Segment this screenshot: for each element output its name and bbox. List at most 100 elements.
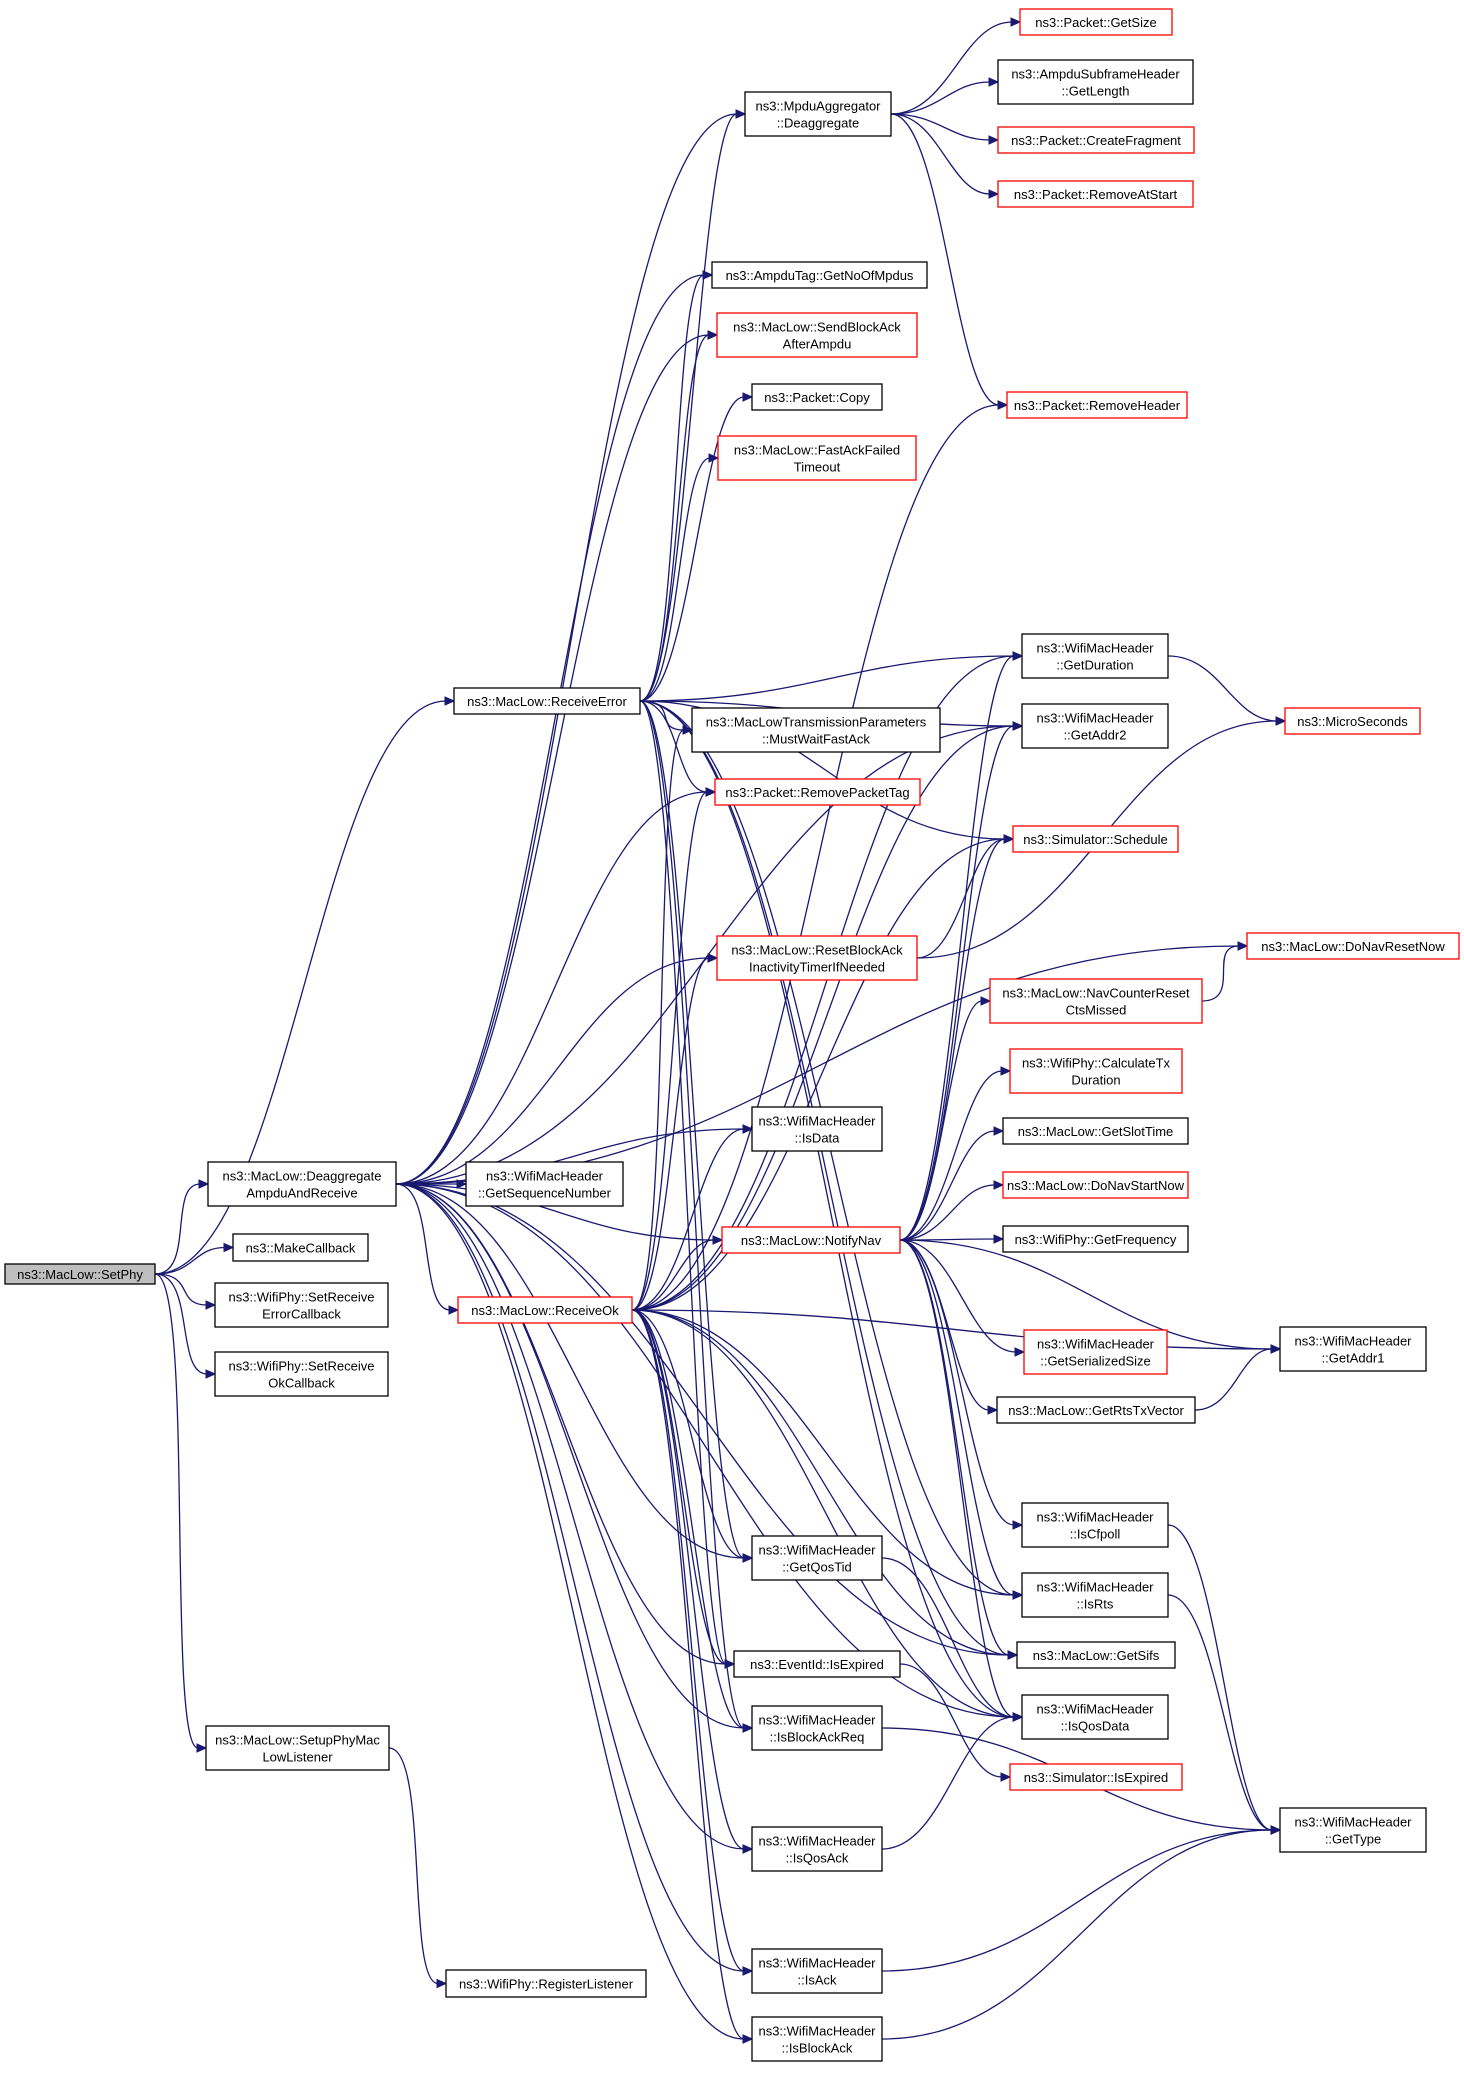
node-box [453,687,641,715]
node-label: ns3::MacLow::SetPhy [17,1267,143,1282]
node-label: ::GetDuration [1056,658,1133,673]
node-createfrag[interactable]: ns3::Packet::CreateFragment [997,126,1195,154]
node-label: ::GetLength [1062,84,1130,99]
node-box [214,1282,389,1328]
node-label: ns3::MacLow::SetupPhyMac [215,1733,380,1748]
edge-recvok-to-removepkttag [631,787,717,1311]
node-label: ns3::EventId::IsExpired [750,1657,884,1672]
node-label: ::GetSerializedSize [1040,1354,1151,1369]
node-box [997,180,1194,208]
node-label: ::Deaggregate [777,116,859,131]
edge-recverror-to-getsifs [639,700,1019,1660]
node-removeheader[interactable]: ns3::Packet::RemoveHeader [1006,391,1188,419]
node-getaddr1[interactable]: ns3::WifiMacHeader::GetAddr1 [1279,1326,1427,1372]
node-isblockack[interactable]: ns3::WifiMacHeader::IsBlockAck [751,2016,883,2062]
node-label: InactivityTimerIfNeeded [749,960,885,975]
node-donavstart[interactable]: ns3::MacLow::DoNavStartNow [1002,1171,1189,1199]
node-recverror[interactable]: ns3::MacLow::ReceiveError [453,687,641,715]
node-getslottime[interactable]: ns3::MacLow::GetSlotTime [1002,1117,1189,1145]
node-getaddr2[interactable]: ns3::WifiMacHeader::GetAddr2 [1021,703,1169,749]
node-label: ns3::MacLow::ReceiveOk [471,1303,619,1318]
node-box [214,1351,389,1397]
node-mustwait[interactable]: ns3::MacLowTransmissionParameters::MustW… [691,707,941,753]
node-getduration[interactable]: ns3::WifiMacHeader::GetDuration [1021,633,1169,679]
node-box [711,261,928,289]
node-getrtstx[interactable]: ns3::MacLow::GetRtsTxVector [996,1396,1196,1424]
node-iscfpoll[interactable]: ns3::WifiMacHeader::IsCfpoll [1021,1502,1169,1548]
node-removeatstart[interactable]: ns3::Packet::RemoveAtStart [997,180,1194,208]
node-box [1023,1329,1168,1375]
node-makecallback[interactable]: ns3::MakeCallback [232,1233,369,1262]
node-label: CtsMissed [1066,1003,1127,1018]
edge-recvok-to-resetblockack [631,953,719,1311]
node-box [751,383,883,411]
edge-isblockack-to-gettype [881,1825,1282,2040]
node-box [1016,1641,1176,1669]
node-microseconds[interactable]: ns3::MicroSeconds [1284,707,1421,735]
node-layer: ns3::MacLow::SetPhy ns3::MacLow::Deaggreg… [4,8,1460,2062]
node-label: ns3::Simulator::IsExpired [1024,1770,1169,1785]
node-isack[interactable]: ns3::WifiMacHeader::IsAck [751,1948,883,1994]
edge-notifynav-to-getslottime [899,1126,1005,1241]
node-schedule[interactable]: ns3::Simulator::Schedule [1012,825,1179,853]
node-isrts[interactable]: ns3::WifiMacHeader::IsRts [1021,1572,1169,1618]
node-isdata[interactable]: ns3::WifiMacHeader::IsData [751,1106,883,1152]
node-label: ns3::MacLow::NotifyNav [741,1233,882,1248]
node-removepkttag[interactable]: ns3::Packet::RemovePacketTag [714,778,921,806]
node-getsize[interactable]: ns3::Packet::GetSize [1019,8,1173,36]
node-resetblockack[interactable]: ns3::MacLow::ResetBlockAckInactivityTime… [716,935,918,981]
node-donavreset[interactable]: ns3::MacLow::DoNavResetNow [1246,932,1460,960]
node-label: ns3::WifiPhy::SetReceive [229,1359,375,1374]
node-getserialsize[interactable]: ns3::WifiMacHeader::GetSerializedSize [1023,1329,1168,1375]
edge-iscfpoll-to-gettype [1167,1524,1282,1835]
node-gettype[interactable]: ns3::WifiMacHeader::GetType [1279,1807,1427,1853]
node-getseqnum[interactable]: ns3::WifiMacHeader::GetSequenceNumber [465,1161,624,1207]
edge-notifynav-to-isqosdata [899,1239,1024,1722]
node-getnoofmpdus[interactable]: ns3::AmpduTag::GetNoOfMpdus [711,261,928,289]
node-label: ns3::WifiMacHeader [1036,1510,1154,1525]
node-notifynav[interactable]: ns3::MacLow::NotifyNav [721,1226,901,1254]
node-getsifs[interactable]: ns3::MacLow::GetSifs [1016,1641,1176,1669]
edge-recverror-to-getnoofmpdus [639,270,714,702]
node-isblockackreq[interactable]: ns3::WifiMacHeader::IsBlockAckReq [751,1705,883,1751]
node-label: ns3::Packet::CreateFragment [1011,133,1181,148]
node-box [445,1969,647,1998]
node-label: ns3::WifiPhy::CalculateTx [1022,1056,1171,1071]
node-box [457,1296,633,1324]
edge-setphy-to-makecallback [154,1242,235,1275]
node-getfreq[interactable]: ns3::WifiPhy::GetFrequency [1002,1225,1189,1253]
node-recvok[interactable]: ns3::MacLow::ReceiveOk [457,1296,633,1324]
node-pktcopy[interactable]: ns3::Packet::Copy [751,383,883,411]
node-simisexpired[interactable]: ns3::Simulator::IsExpired [1009,1763,1183,1791]
node-label: ns3::WifiPhy::SetReceive [229,1290,375,1305]
node-box [691,707,941,753]
node-setphy[interactable]: ns3::MacLow::SetPhy [4,1263,156,1285]
node-box [1021,703,1169,749]
node-getqostid[interactable]: ns3::WifiMacHeader::GetQosTid [751,1535,883,1581]
node-label: ns3::WifiMacHeader [1036,1702,1154,1717]
node-isqosack[interactable]: ns3::WifiMacHeader::IsQosAck [751,1826,883,1872]
node-box [1012,825,1179,853]
node-box [1009,1763,1183,1791]
edge-recvok-to-isblockack [631,1309,754,2044]
node-eventexpired[interactable]: ns3::EventId::IsExpired [733,1650,901,1678]
node-label: ns3::AmpduTag::GetNoOfMpdus [726,268,914,283]
edge-notifynav-to-getduration [899,651,1024,1241]
node-subframelen[interactable]: ns3::AmpduSubframeHeader::GetLength [997,59,1194,105]
node-reglistener[interactable]: ns3::WifiPhy::RegisterListener [445,1969,647,1998]
node-label: ns3::MacLow::ResetBlockAck [731,943,903,958]
edge-setupphy-to-reglistener [388,1747,448,1989]
node-label: LowListener [262,1750,333,1765]
node-label: ::MustWaitFastAck [762,732,870,747]
node-mpdu_deagg[interactable]: ns3::MpduAggregator::Deaggregate [744,91,892,137]
node-isqosdata[interactable]: ns3::WifiMacHeader::IsQosData [1021,1694,1169,1740]
